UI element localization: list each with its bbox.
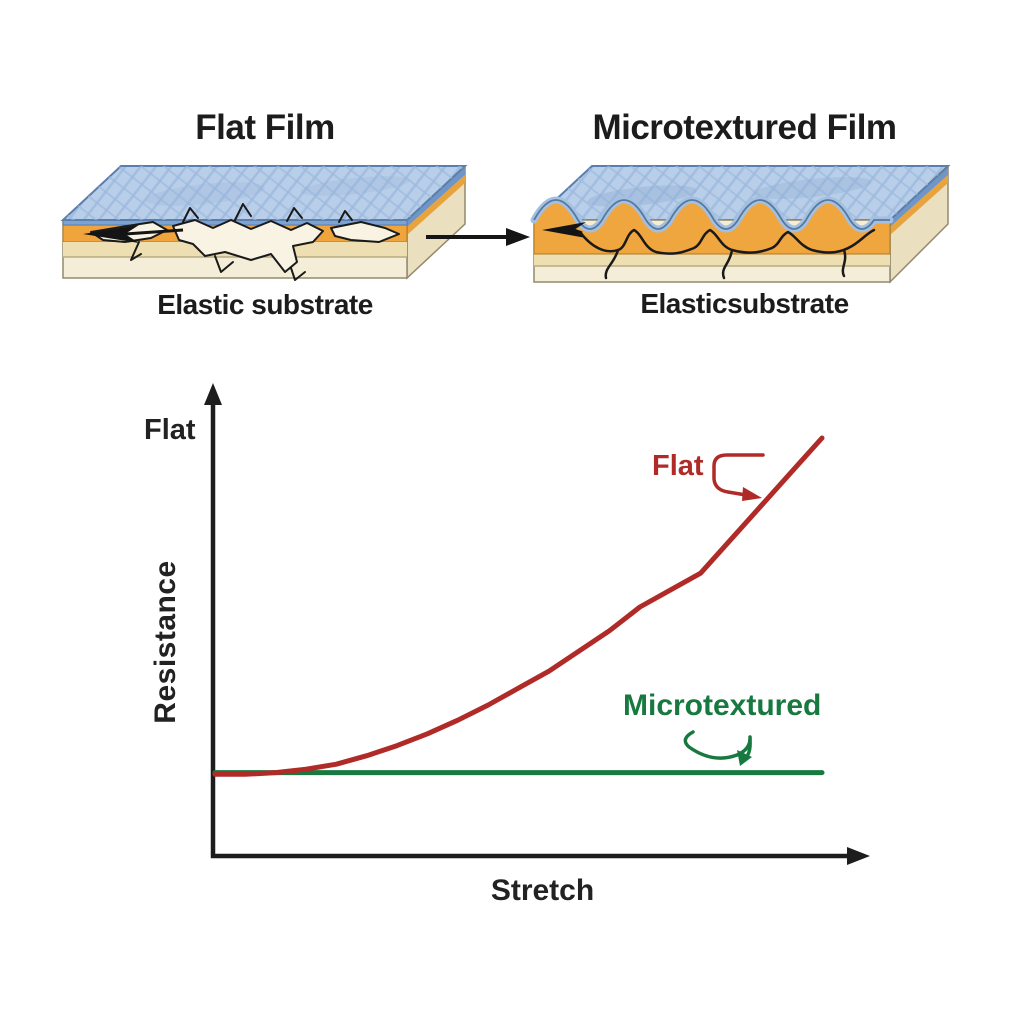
micro-slab-wave-layer — [530, 196, 894, 255]
flat-slab-top-face — [60, 165, 468, 221]
x-axis-label: Stretch — [490, 874, 595, 907]
flat-slab-strain-arrow — [83, 225, 184, 243]
micro-slab-strain-arrow — [542, 222, 586, 238]
x-axis-arrowhead — [847, 847, 870, 865]
micro-slab-crack-lines — [578, 228, 876, 280]
flat-series-label: Flat — [652, 450, 704, 482]
microtextured-film-title: Microtextured Film — [592, 108, 897, 147]
microtextured-series-label: Microtextured — [623, 689, 822, 722]
flat-curve — [212, 435, 825, 777]
y-axis-label: Resistance — [149, 560, 182, 724]
y-axis-arrowhead — [204, 383, 222, 405]
microtextured-film-illustration — [530, 165, 951, 284]
flat-annotation-arrow — [712, 453, 765, 501]
microtextured-substrate-caption: Elasticsubstrate — [640, 288, 849, 319]
y-axis-top-label: Flat — [144, 414, 196, 446]
transition-arrow-icon — [426, 228, 530, 246]
flat-film-title: Flat Film — [195, 108, 335, 147]
flat-film-illustration — [60, 165, 468, 281]
flat-substrate-caption: Elastic substrate — [157, 289, 373, 320]
flat-slab-side-face — [406, 166, 466, 280]
microtextured-annotation-arrow — [683, 730, 752, 766]
micro-slab-side-face — [889, 166, 949, 284]
